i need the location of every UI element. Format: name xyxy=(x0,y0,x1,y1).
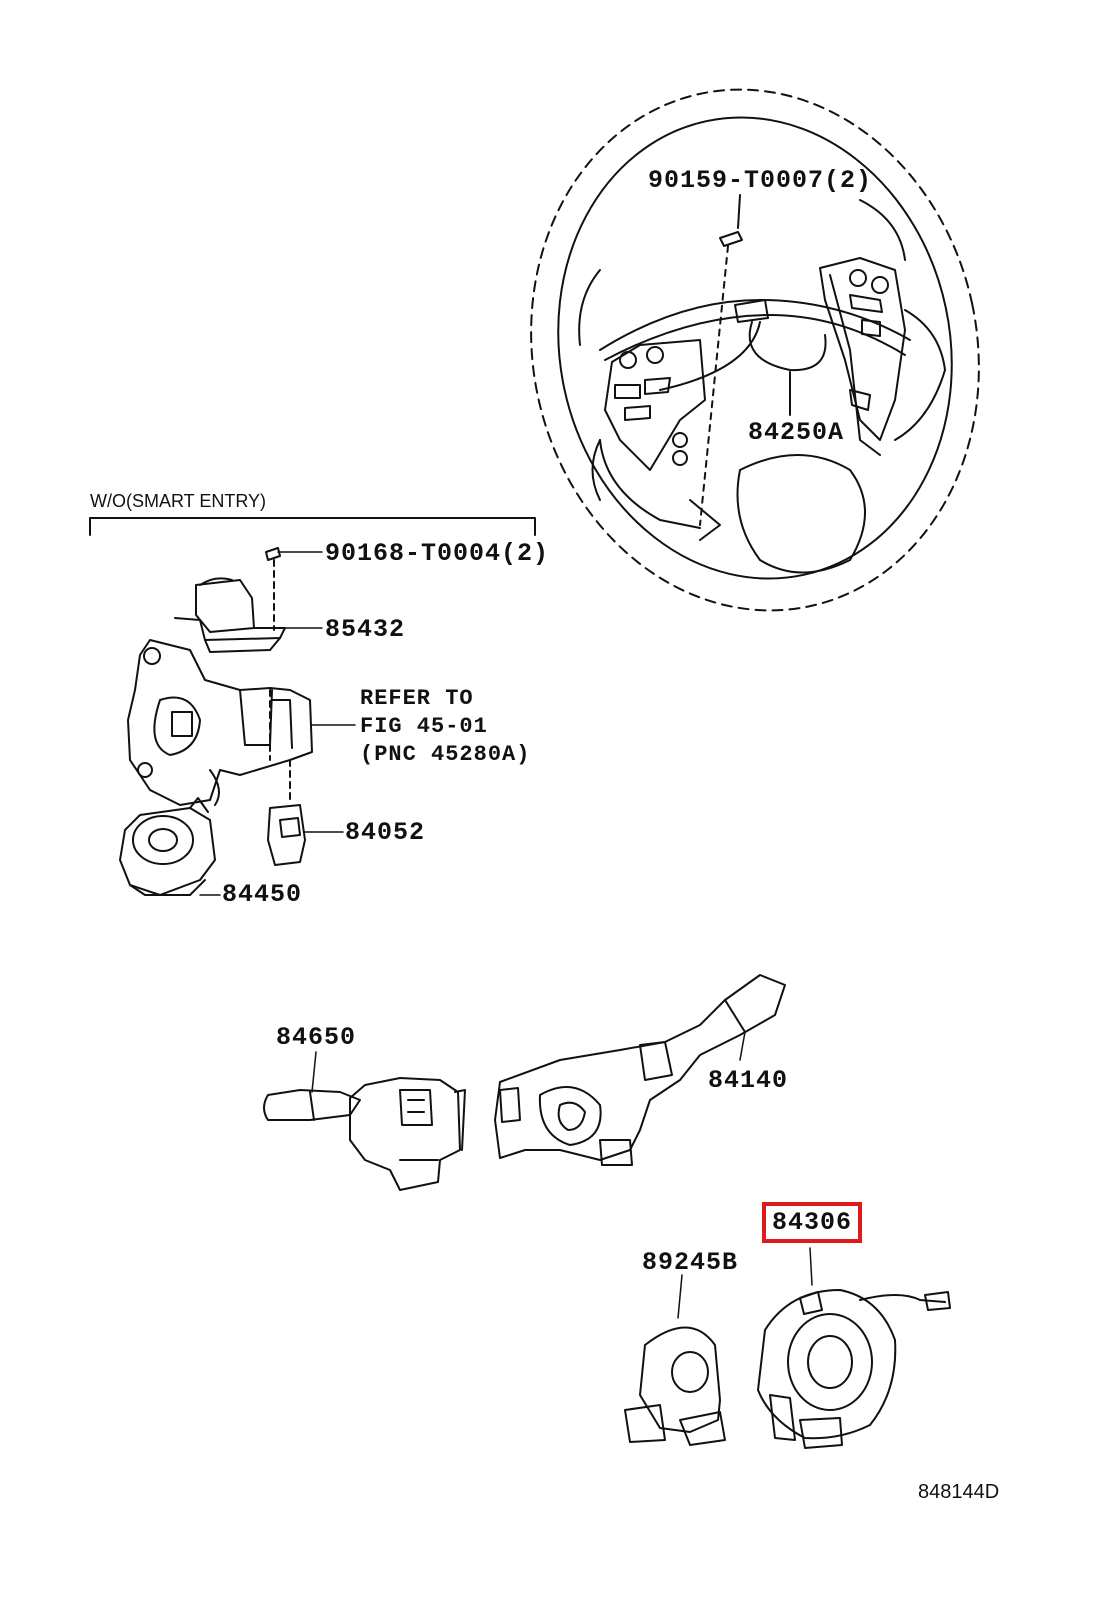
part-label-84140[interactable]: 84140 xyxy=(708,1066,789,1095)
refer-note-line1: REFER TO xyxy=(360,686,474,711)
part-label-85432[interactable]: 85432 xyxy=(325,615,406,644)
refer-note-line2[interactable]: FIG 45-01 xyxy=(360,714,488,739)
leader-lines xyxy=(200,552,812,1318)
sensor-drawing xyxy=(625,1328,725,1446)
lock-assembly-drawing xyxy=(120,548,312,895)
steering-wheel-drawing xyxy=(483,48,1026,653)
part-label-84450[interactable]: 84450 xyxy=(222,880,303,909)
combination-switch-drawing xyxy=(264,975,785,1190)
part-label-84650[interactable]: 84650 xyxy=(276,1023,357,1052)
part-label-89245b[interactable]: 89245B xyxy=(642,1248,739,1277)
refer-note-line3[interactable]: (PNC 45280A) xyxy=(360,742,531,767)
part-label-90168-t0004[interactable]: 90168-T0004(2) xyxy=(325,539,550,568)
part-label-90159-t0007[interactable]: 90159-T0007(2) xyxy=(648,166,873,195)
spiral-cable-drawing xyxy=(758,1290,950,1448)
section-header: W/O(SMART ENTRY) xyxy=(90,491,267,511)
part-label-84306-highlighted[interactable]: 84306 xyxy=(762,1202,863,1243)
drawing-code: 848144D xyxy=(918,1481,1000,1503)
refer-note: REFER TO FIG 45-01 (PNC 45280A) xyxy=(360,685,530,769)
group-bracket xyxy=(90,518,535,535)
part-label-84250a[interactable]: 84250A xyxy=(748,418,845,447)
part-label-84052[interactable]: 84052 xyxy=(345,818,426,847)
